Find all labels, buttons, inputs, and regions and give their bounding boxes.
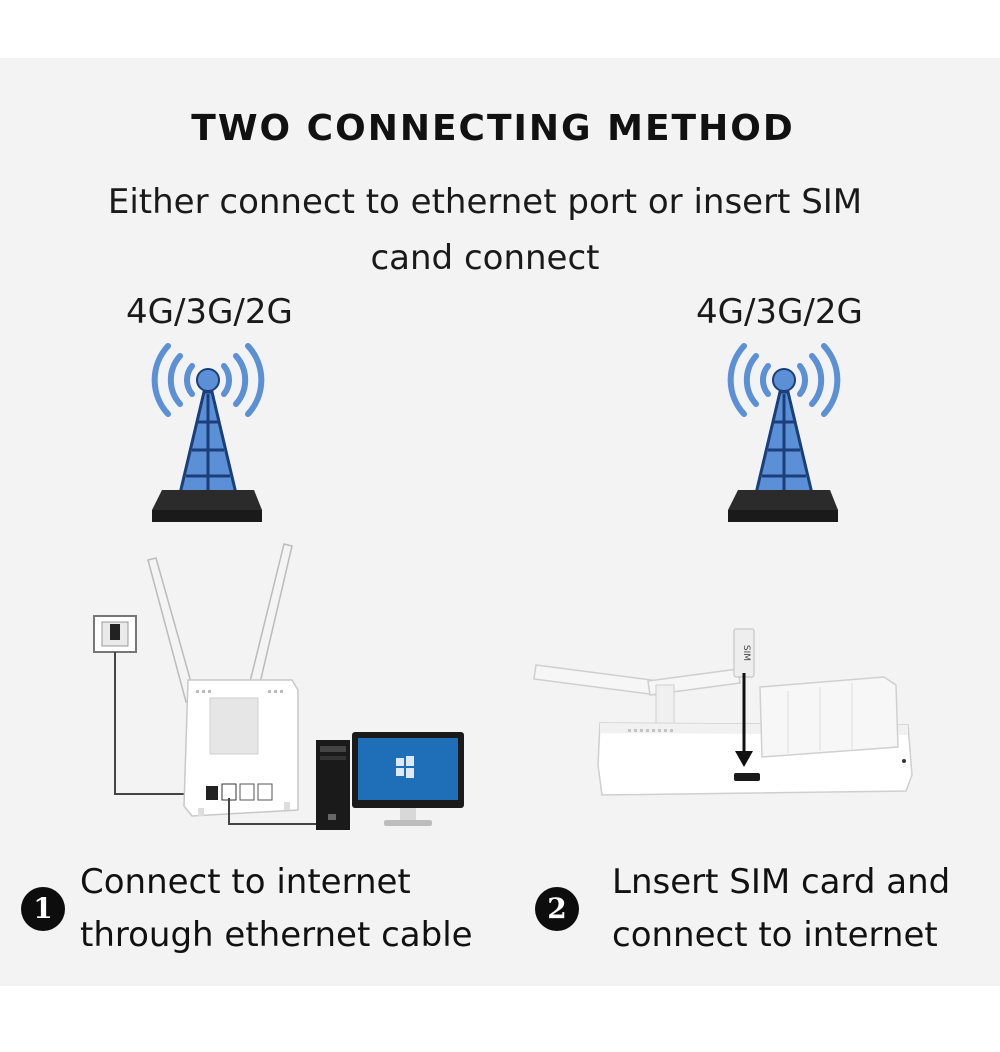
sim-card-icon: SIM <box>733 628 755 678</box>
cell-tower-icon <box>151 343 265 522</box>
method-1-description: Connect to internet through ethernet cab… <box>80 856 473 962</box>
method-1-line-2: through ethernet cable <box>80 915 473 955</box>
computer-tower-icon <box>316 740 350 830</box>
ethernet-connection-illustration <box>93 543 464 830</box>
method-2-line-2: connect to internet <box>612 915 938 955</box>
router-icon <box>597 676 913 796</box>
page-title: TWO CONNECTING METHOD <box>191 108 795 149</box>
network-band-label-left: 4G/3G/2G <box>126 292 293 332</box>
cell-tower-icon <box>727 343 841 522</box>
monitor-icon <box>352 732 464 826</box>
wall-socket-icon <box>93 615 137 653</box>
subtitle-line-1: Either connect to ethernet port or inser… <box>107 182 863 222</box>
network-band-label-right: 4G/3G/2G <box>696 292 863 332</box>
sim-card-label: SIM <box>741 645 751 661</box>
router-antenna-icon <box>533 664 741 730</box>
router-icon <box>183 679 299 817</box>
step-number-badge-1: 1 <box>21 887 65 931</box>
method-2-line-1: Lnsert SIM card and <box>612 862 951 902</box>
sim-card-connection-illustration: SIM <box>533 628 913 796</box>
method-2-description: Lnsert SIM card and connect to internet <box>612 856 950 962</box>
step-number-badge-2: 2 <box>535 887 579 931</box>
method-1-line-1: Connect to internet <box>80 862 411 902</box>
router-antenna-icon <box>147 543 293 703</box>
arrow-down-icon <box>735 673 753 767</box>
subtitle-line-2: cand connect <box>370 238 600 278</box>
page-subtitle: Either connect to ethernet port or inser… <box>60 174 910 286</box>
